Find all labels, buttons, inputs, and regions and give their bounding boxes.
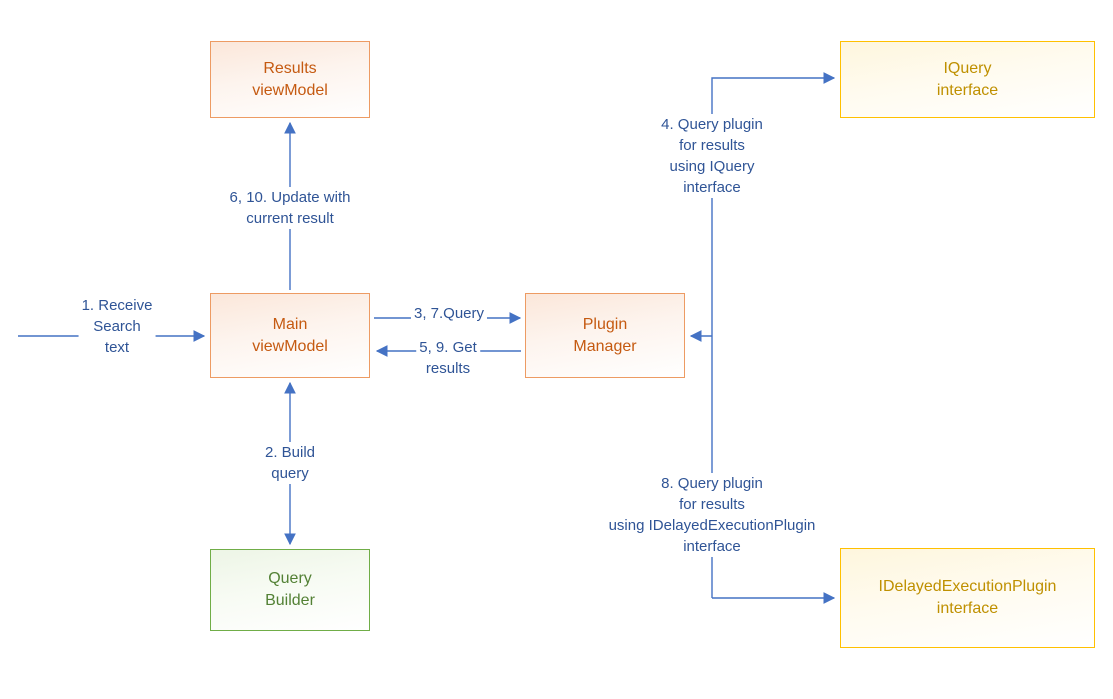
- node-query-builder-label: Query Builder: [265, 570, 315, 609]
- node-main-viewmodel: Main viewModel: [210, 293, 370, 378]
- label-query: 3, 7.Query: [410, 303, 488, 324]
- node-results-viewmodel-label: Results viewModel: [252, 59, 328, 99]
- node-idelayed-interface: IDelayedExecutionPlugin interface: [840, 548, 1095, 648]
- arrow-query-iquery: [711, 72, 836, 598]
- label-get-results: 5, 9. Get results: [416, 337, 480, 379]
- node-iquery-interface: IQuery interface: [840, 41, 1095, 118]
- node-plugin-manager-label: Plugin Manager: [573, 315, 637, 355]
- label-receive-search: 1. Receive Search text: [78, 295, 156, 358]
- node-results-viewmodel: Results viewModel: [210, 41, 370, 118]
- label-query-iquery: 4. Query plugin for results using IQuery…: [658, 114, 766, 198]
- node-iquery-interface-label: IQuery interface: [936, 59, 999, 99]
- label-update-result: 6, 10. Update with current result: [226, 187, 354, 229]
- node-main-viewmodel-label: Main viewModel: [252, 315, 328, 355]
- node-query-builder: Query Builder: [210, 549, 370, 631]
- label-query-idelayed: 8. Query plugin for results using IDelay…: [605, 473, 819, 557]
- node-plugin-manager: Plugin Manager: [525, 293, 685, 378]
- label-build-query: 2. Build query: [261, 442, 319, 484]
- node-idelayed-interface-label: IDelayedExecutionPlugin interface: [878, 578, 1057, 617]
